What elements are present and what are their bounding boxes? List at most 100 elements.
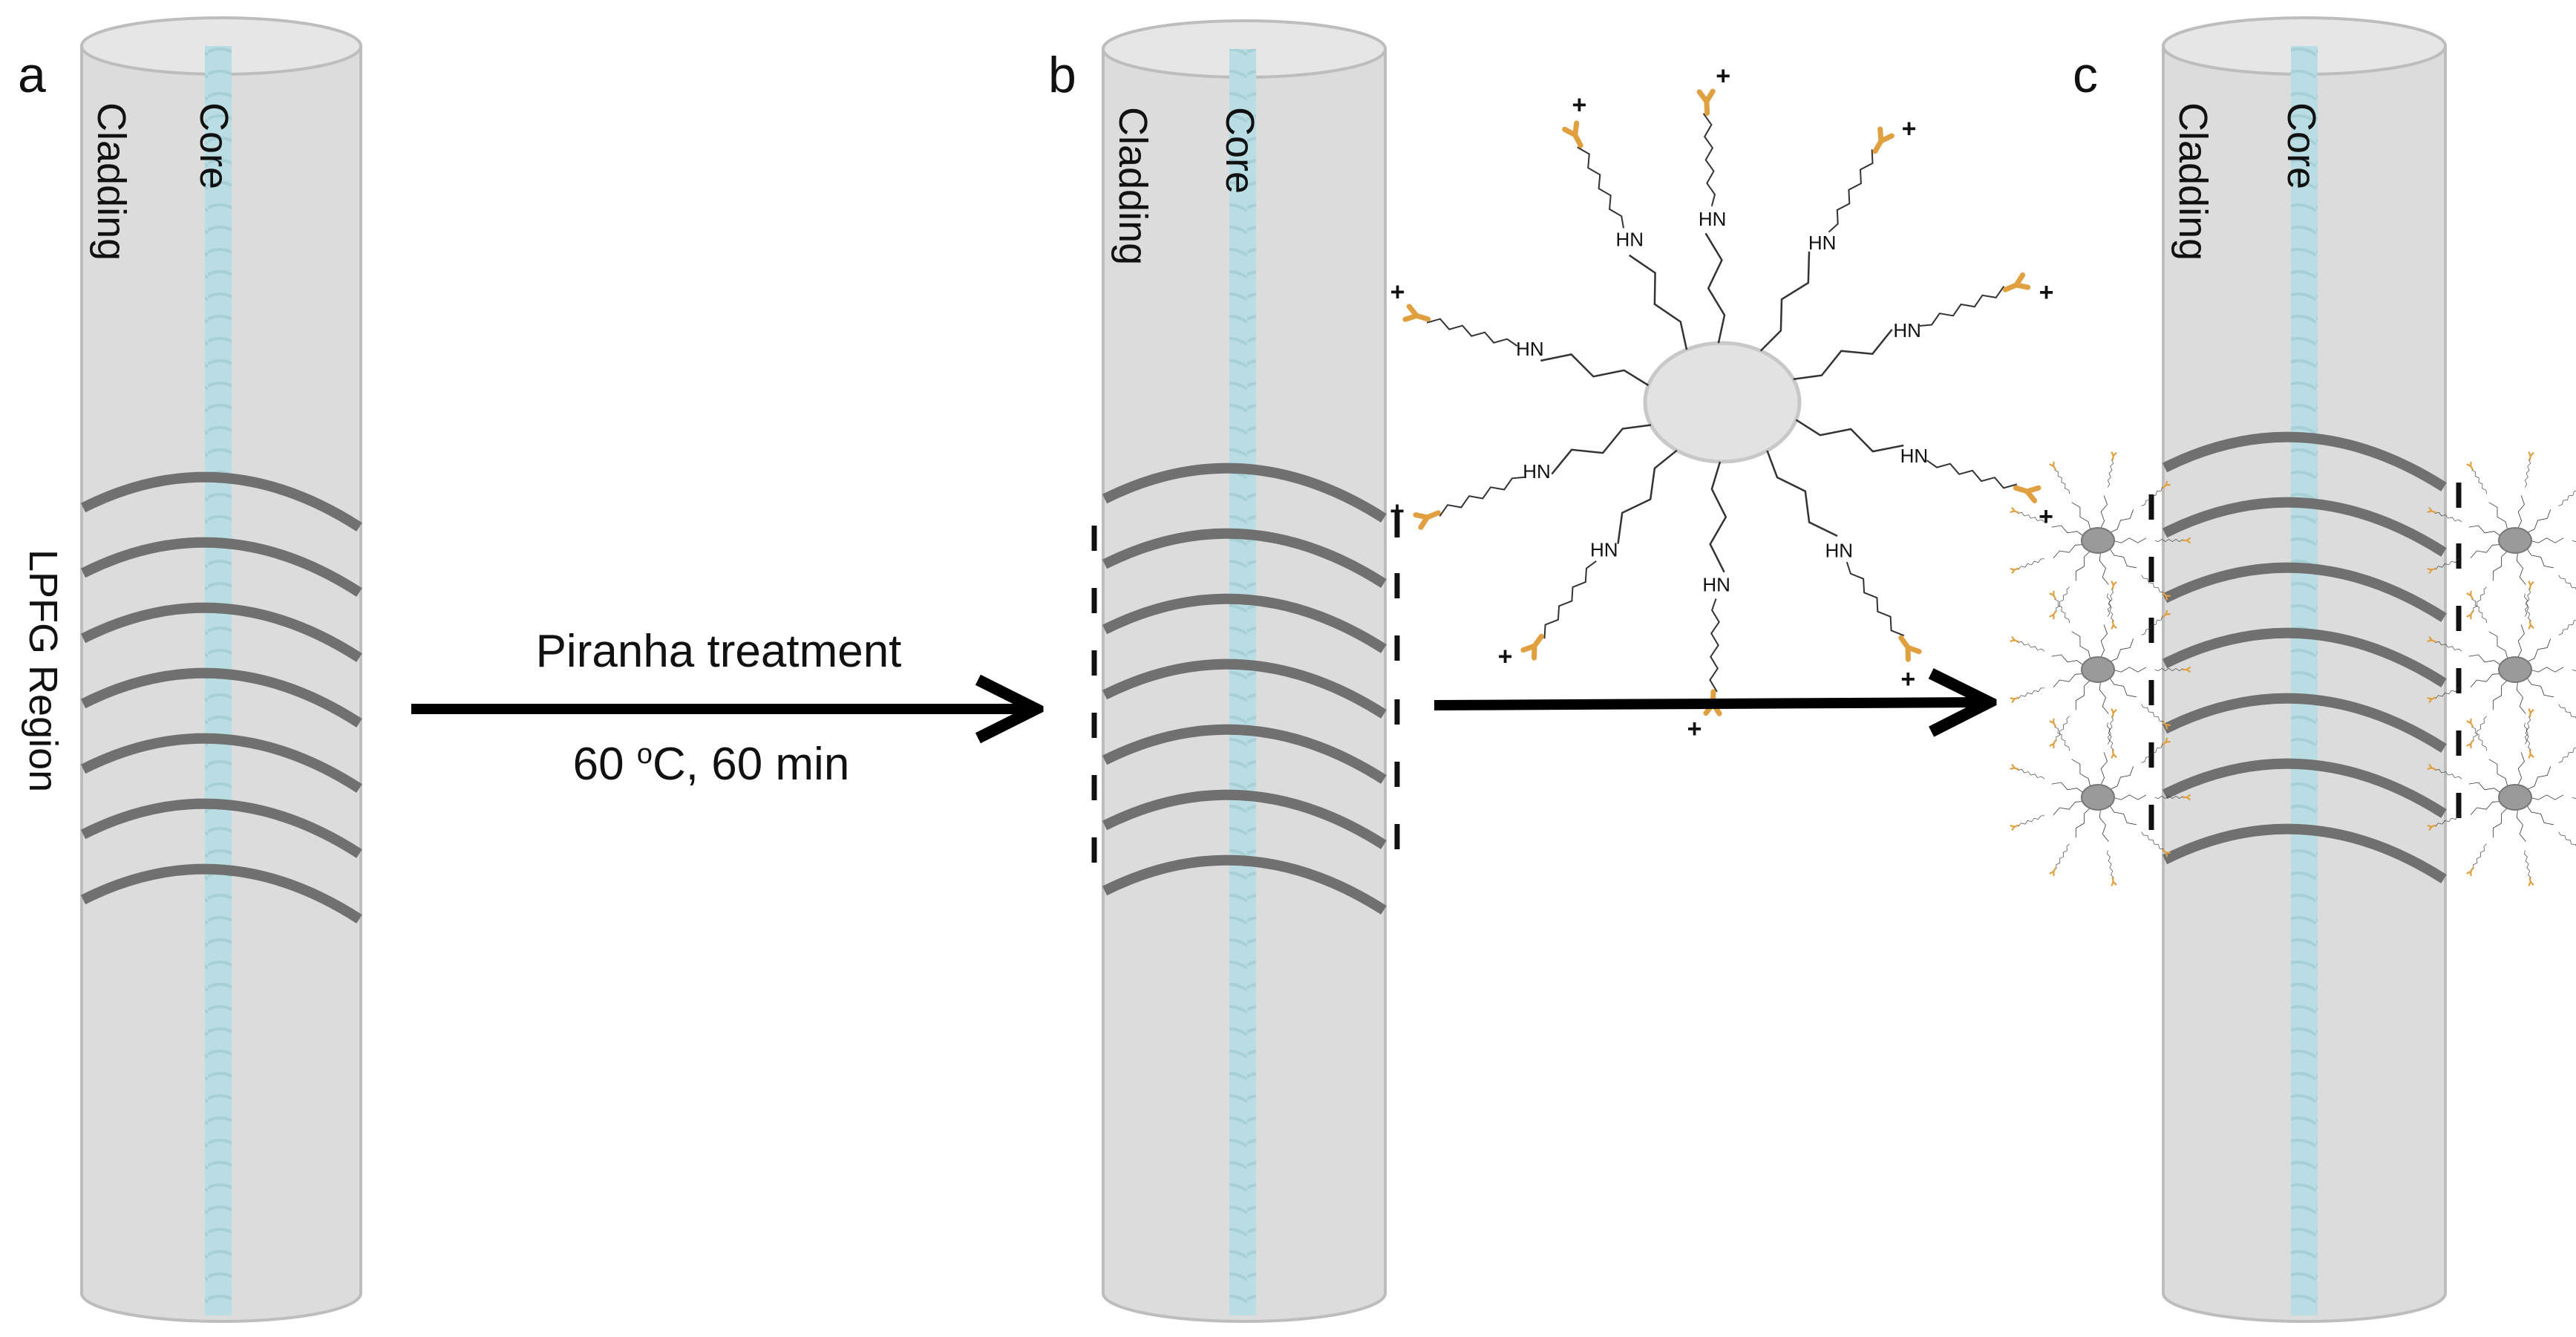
small-nanoparticle-core	[2498, 527, 2532, 554]
cladding-label-b: Cladding	[1111, 107, 1155, 265]
attached-nanoparticle	[2010, 451, 2191, 630]
antibody-icon	[2010, 764, 2019, 771]
attached-nanoparticle	[2427, 581, 2576, 759]
ligand-arm	[2526, 620, 2576, 663]
antibody-icon	[2162, 737, 2171, 746]
antibody-icon	[1520, 633, 1544, 661]
ligand-arm	[2099, 552, 2117, 630]
amine-label: HN	[1590, 538, 1618, 560]
ligand-arm	[2108, 677, 2171, 730]
ligand-arm	[2049, 590, 2091, 660]
antibody-icon	[2466, 739, 2474, 749]
attached-nanoparticle	[2427, 708, 2576, 886]
amine-label: HN	[1616, 228, 1644, 250]
attached-nanoparticle	[2010, 708, 2191, 886]
core-label-c: Core	[2279, 102, 2324, 189]
antibody-icon	[2002, 272, 2031, 292]
ligand-arm: HN+	[1766, 450, 1922, 693]
panel-c: c	[2010, 16, 2576, 1323]
ligand-arm	[2466, 718, 2508, 788]
amine-label: HN	[1893, 319, 1921, 341]
antibody-icon	[2049, 461, 2056, 471]
ligand-arm	[2049, 807, 2091, 877]
antibody-icon	[2528, 877, 2534, 886]
antibody-icon	[2010, 567, 2019, 574]
antibody-icon	[2049, 867, 2056, 877]
fiber-c	[2148, 16, 2462, 1323]
antibody-icon	[1562, 120, 1583, 148]
ligand-arm	[2427, 673, 2502, 703]
antibody-icon	[2182, 794, 2191, 801]
antibody-icon	[2528, 451, 2534, 461]
antibody-icon	[2010, 507, 2019, 514]
positive-charge-label: +	[1390, 278, 1405, 307]
ligand-arm	[2517, 708, 2534, 786]
antibody-icon	[2466, 867, 2474, 877]
attached-nanoparticle	[2010, 581, 2191, 759]
small-nanoparticle-core	[2081, 784, 2115, 811]
antibody-icon	[2466, 461, 2474, 471]
positive-charge-label: +	[1390, 497, 1405, 526]
antibody-icon	[1696, 88, 1716, 117]
small-nanoparticle-core	[2498, 656, 2532, 683]
antibody-icon	[2528, 749, 2534, 759]
antibody-icon	[2162, 721, 2171, 730]
ligand-arm	[2466, 461, 2508, 531]
ligand-arm	[2466, 807, 2508, 877]
antibody-icon	[2528, 708, 2534, 718]
ligand-arm	[2526, 677, 2576, 719]
ligand-arm	[2010, 544, 2085, 574]
antibody-icon	[2427, 696, 2436, 703]
antibody-icon	[2010, 636, 2019, 643]
ligand-arm	[2100, 708, 2117, 786]
ligand-arm	[2427, 636, 2502, 666]
panel-b-letter: b	[1048, 47, 1076, 103]
antibody-icon	[2111, 451, 2117, 461]
amine-label: HN	[1523, 460, 1551, 483]
ligand-arm	[2109, 480, 2171, 534]
ligand-arm: HN+	[1759, 114, 1917, 352]
step-1-label: Piranha treatment	[536, 626, 902, 677]
nanoparticle-core	[1643, 341, 1802, 464]
ligand-arm	[2529, 794, 2576, 800]
antibody-icon	[2010, 696, 2019, 703]
small-nanoparticle-core	[2498, 784, 2532, 811]
ligand-arm	[2466, 550, 2508, 620]
antibody-icon	[2111, 708, 2117, 718]
ligand-arm	[2049, 718, 2091, 788]
step-2	[1434, 702, 1982, 705]
antibody-icon	[2466, 610, 2474, 620]
antibody-icon	[2528, 581, 2534, 590]
cladding-label-c: Cladding	[2171, 102, 2215, 261]
panel-a: a Cladding Core LPFG Region	[18, 16, 362, 1323]
cladding-label-a: Cladding	[89, 102, 134, 261]
antibody-icon	[2162, 609, 2171, 618]
antibody-icon	[2013, 485, 2041, 503]
surface-charges-b	[1091, 512, 1400, 863]
antibody-icon	[2466, 590, 2474, 600]
ligand-arm	[2466, 679, 2508, 749]
panel-a-letter: a	[18, 47, 46, 103]
ligand-arm	[2466, 590, 2508, 660]
antibody-icon	[1402, 304, 1431, 322]
amine-label: HN	[1702, 573, 1730, 595]
ligand-arm	[2516, 808, 2534, 886]
ligand-arm: HN+	[1498, 449, 1678, 671]
ligand-arm: HN+	[1696, 62, 1730, 344]
ligand-arm	[2100, 581, 2117, 658]
ligand-arm	[2427, 764, 2502, 794]
grating-a	[80, 471, 362, 924]
ligand-arm	[2112, 666, 2191, 673]
core-label-b: Core	[1217, 107, 1262, 194]
grating-c	[2162, 431, 2447, 883]
ligand-arm: HN+	[1793, 272, 2054, 381]
ligand-arm	[2112, 537, 2191, 544]
ligand-arm: HN+	[1795, 419, 2053, 531]
antibody-icon	[2111, 581, 2117, 590]
step-1: Piranha treatment 60 oC, 60 min	[411, 626, 1029, 790]
ligand-arm	[2529, 667, 2576, 673]
ligand-arm	[2109, 737, 2171, 791]
antibody-icon	[2049, 590, 2056, 600]
ligand-arm	[2526, 748, 2576, 791]
small-nanoparticle-core	[2081, 656, 2115, 683]
